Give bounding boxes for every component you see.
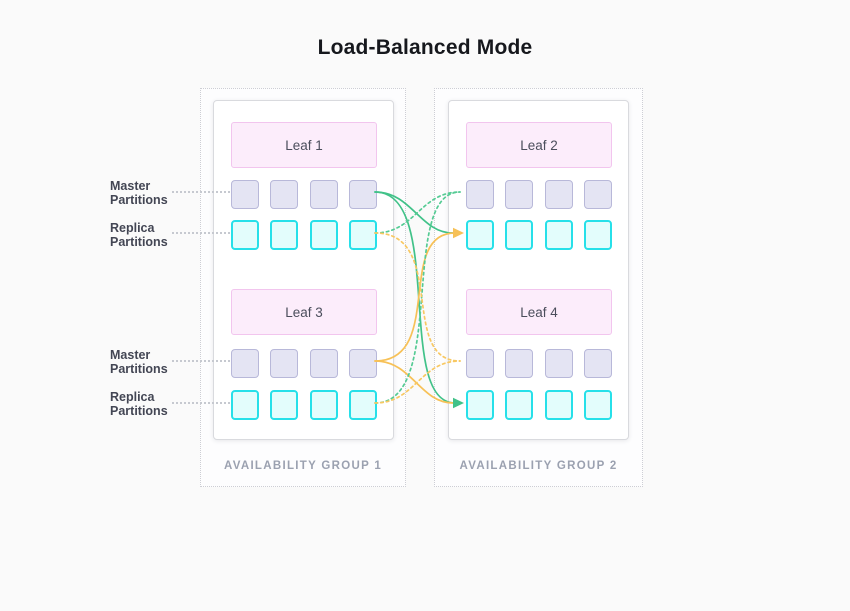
replica-partition-square — [348, 390, 377, 420]
master-partition-row — [466, 349, 612, 378]
replica-partition-row — [231, 390, 377, 420]
replica-partition-square — [270, 390, 299, 420]
replica-partition-square — [348, 220, 377, 250]
availability-group-2-label: AVAILABILITY GROUP 2 — [459, 460, 618, 472]
leaf-node-card: Leaf 1 Leaf 3 — [213, 100, 394, 440]
master-partition-square — [309, 349, 338, 378]
replica-partition-square — [544, 390, 573, 420]
leaf-header: Leaf 2 — [466, 122, 612, 168]
master-partition-row — [231, 349, 377, 378]
master-partition-square — [505, 349, 534, 378]
replica-partition-square — [544, 220, 573, 250]
leader-line-replica-3 — [172, 402, 230, 404]
master-partition-square — [583, 349, 612, 378]
replica-partition-square — [466, 220, 494, 250]
master-partition-square — [466, 349, 494, 378]
diagram-title: Load-Balanced Mode — [317, 36, 533, 59]
master-partition-square — [231, 180, 259, 209]
master-partition-square — [466, 180, 494, 209]
master-partition-square — [583, 180, 612, 209]
availability-group-1-container: Leaf 1 Leaf 3 AVAILABILITY GROUP 1 — [200, 88, 406, 487]
replica-partition-row — [231, 220, 377, 250]
master-partitions-label: Master Partitions — [110, 348, 168, 376]
availability-group-1-label: AVAILABILITY GROUP 1 — [223, 460, 383, 472]
replica-partitions-label: Replica Partitions — [110, 390, 168, 418]
leader-line-master-3 — [172, 360, 230, 362]
master-partition-square — [231, 349, 259, 378]
master-partition-square — [505, 180, 534, 209]
replica-partition-square — [231, 390, 259, 420]
replica-partition-square — [270, 220, 299, 250]
replica-partition-square — [583, 390, 612, 420]
master-partition-square — [348, 349, 377, 378]
master-partitions-label: Master Partitions — [110, 179, 168, 207]
leaf-header: Leaf 3 — [231, 289, 377, 335]
replica-partitions-label: Replica Partitions — [110, 221, 168, 249]
replica-partition-square — [231, 220, 259, 250]
master-partition-square — [348, 180, 377, 209]
master-partition-square — [544, 180, 573, 209]
master-partition-row — [231, 180, 377, 209]
leader-line-replica-1 — [172, 232, 230, 234]
replica-partition-square — [466, 390, 494, 420]
master-partition-square — [270, 180, 299, 209]
replica-partition-row — [466, 220, 612, 250]
replica-partition-square — [583, 220, 612, 250]
availability-group-2-container: Leaf 2 Leaf 4 AVAILABILITY GROUP 2 — [434, 88, 643, 487]
leaf-node-card: Leaf 2 Leaf 4 — [448, 100, 629, 440]
master-partition-row — [466, 180, 612, 209]
master-partition-square — [309, 180, 338, 209]
master-partition-square — [270, 349, 299, 378]
master-partition-square — [544, 349, 573, 378]
replica-partition-square — [505, 220, 534, 250]
leader-line-master-1 — [172, 191, 230, 193]
replica-partition-square — [309, 390, 338, 420]
replica-partition-square — [309, 220, 338, 250]
replica-partition-row — [466, 390, 612, 420]
replica-partition-square — [505, 390, 534, 420]
leaf-header: Leaf 1 — [231, 122, 377, 168]
leaf-header: Leaf 4 — [466, 289, 612, 335]
